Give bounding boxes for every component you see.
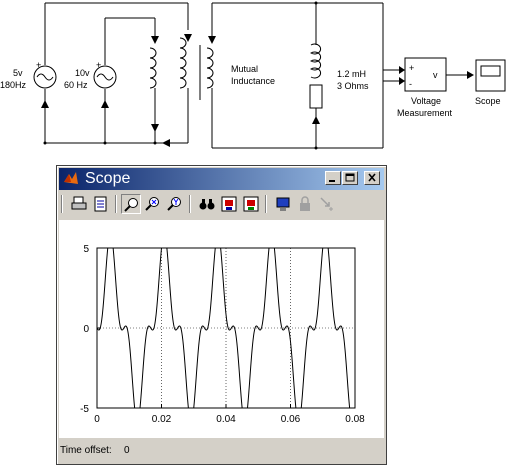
title-bar[interactable]: Scope: [59, 168, 384, 190]
source2-amplitude: 10v: [75, 68, 90, 78]
x-tick-label: 0.08: [345, 414, 365, 425]
save-axes-button[interactable]: [219, 194, 239, 214]
close-button[interactable]: [364, 171, 380, 185]
matlab-app-icon[interactable]: [62, 170, 80, 188]
zoom-y-button[interactable]: [165, 194, 185, 214]
maximize-button[interactable]: [342, 171, 358, 185]
signal-selection-icon: [320, 197, 333, 211]
minimize-icon: [329, 180, 335, 182]
plot-area[interactable]: 0 0.02 0.04 0.06 0.08 -5 0 5: [59, 220, 384, 438]
y-tick-label: -5: [80, 404, 89, 415]
source1-frequency: 180Hz: [0, 80, 27, 90]
floating-scope-button[interactable]: [273, 194, 293, 214]
x-tick-label: 0.02: [152, 414, 172, 425]
print-button[interactable]: [69, 194, 89, 214]
vm-label-voltage: Voltage: [411, 96, 441, 106]
source2-plus: +: [96, 60, 101, 70]
load-resistance-label: 3 Ohms: [337, 81, 369, 91]
y-tick-label: 0: [83, 324, 89, 335]
source2-frequency: 60 Hz: [64, 80, 88, 90]
floating-scope-icon: [276, 197, 290, 211]
vm-plus-port: +: [409, 63, 414, 73]
vm-output-port: v: [433, 70, 438, 80]
restore-axes-icon: [243, 196, 259, 212]
status-bar: Time offset: 0: [59, 442, 384, 460]
restore-axes-button[interactable]: [241, 194, 261, 214]
zoom-x-icon: [145, 197, 159, 211]
scope-window: Scope: [56, 165, 387, 465]
lock-axes-button[interactable]: [295, 194, 315, 214]
vm-label-measurement: Measurement: [397, 108, 453, 118]
parameters-icon: [94, 196, 107, 212]
zoom-icon: [124, 198, 138, 212]
series-line: [96, 247, 356, 409]
print-icon: [71, 196, 87, 210]
mutual-label: Mutual: [231, 64, 258, 74]
y-tick-label: 5: [83, 244, 89, 255]
load-inductance-label: 1.2 mH: [337, 69, 366, 79]
circuit-diagram: 5v 180Hz + 10v 60 Hz + Mutual Inductance…: [0, 1, 506, 150]
x-tick-label: 0.04: [216, 414, 236, 425]
close-icon: [368, 173, 376, 182]
source1-plus: +: [36, 60, 41, 70]
scope-block-label: Scope: [475, 96, 501, 106]
parameters-button[interactable]: [91, 194, 111, 214]
x-tick-label: 0.06: [281, 414, 301, 425]
window-title: Scope: [85, 170, 131, 187]
signal-selection-button[interactable]: [317, 194, 337, 214]
save-axes-icon: [221, 196, 237, 212]
minimize-button[interactable]: [325, 171, 341, 185]
time-offset-label: Time offset:: [60, 445, 112, 456]
zoom-x-button[interactable]: [143, 194, 163, 214]
maximize-icon: [345, 173, 355, 182]
autoscale-button[interactable]: [197, 194, 217, 214]
autoscale-icon: [199, 199, 215, 210]
time-offset-value: 0: [124, 445, 130, 456]
zoom-button[interactable]: [121, 194, 141, 214]
toolbar: [59, 192, 384, 218]
vm-minus-port: -: [409, 79, 412, 89]
zoom-y-icon: [167, 197, 181, 211]
scope-plot[interactable]: 0 0.02 0.04 0.06 0.08 -5 0 5: [59, 220, 384, 438]
x-tick-label: 0: [94, 414, 100, 425]
lock-icon: [300, 196, 310, 211]
inductance-label: Inductance: [231, 76, 275, 86]
source1-amplitude: 5v: [13, 68, 23, 78]
